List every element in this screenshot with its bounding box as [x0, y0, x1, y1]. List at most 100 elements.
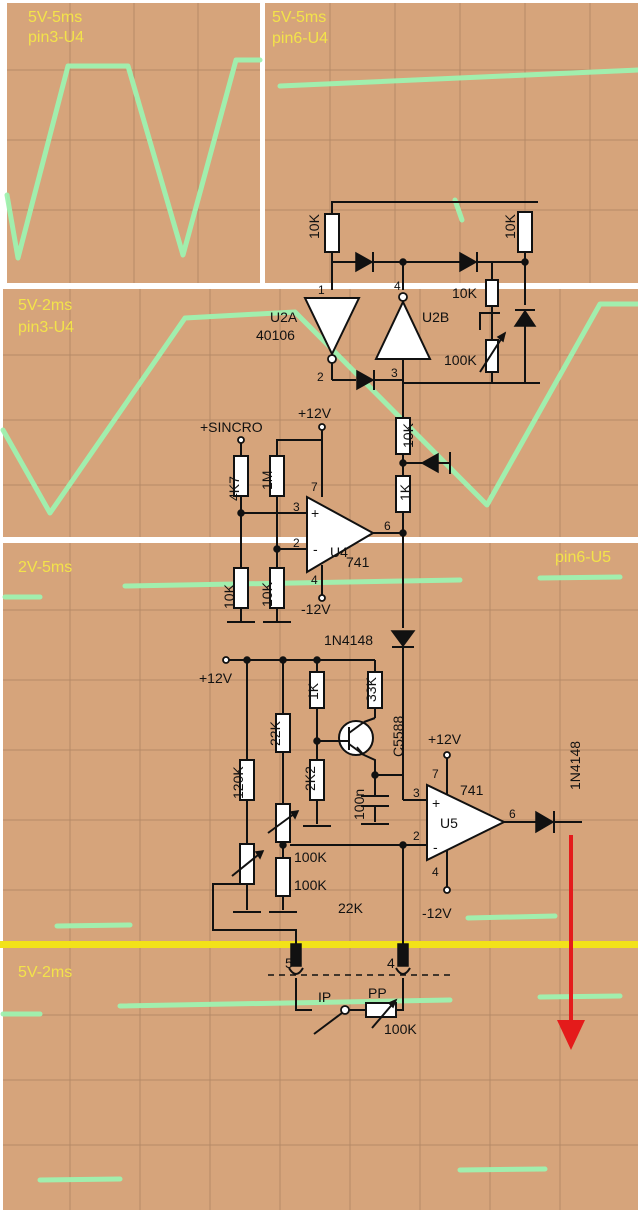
label-ip: IP: [318, 989, 331, 1005]
label-1m: 1M: [259, 471, 275, 490]
potentiometer-100k-top: [485, 339, 499, 373]
pulse-low-trace: [54, 922, 133, 929]
scope-grid-2: [265, 3, 638, 283]
schematic: 10K 10K 10K 100K U2A 40106 U2B 1 2 3 4 +…: [199, 201, 585, 1050]
label-10k: 10K: [221, 583, 237, 609]
label-741: 741: [460, 782, 484, 798]
label-741: 741: [346, 554, 370, 570]
pin-label: 2: [317, 370, 324, 384]
switch-ip: [313, 1012, 343, 1035]
transistor-c5588: [338, 720, 374, 757]
label-plus12v: +12V: [199, 670, 233, 686]
scope-grid-3: [3, 289, 638, 537]
scope-channel-label: pin6-U5: [555, 549, 611, 566]
opamp-u4: [306, 495, 376, 574]
pin-label: 3: [293, 500, 300, 514]
label-4k7: 4K7: [226, 476, 242, 501]
pin-label: 4: [311, 573, 318, 587]
pin-label: 7: [432, 767, 439, 781]
pin-label: 2: [293, 536, 300, 550]
scope-caption-line2: pin6-U4: [272, 30, 328, 47]
low-level-trace: [452, 197, 465, 223]
switch-pin: 4: [387, 955, 395, 971]
label-10k: 10K: [400, 422, 416, 448]
label-minus12v: -12V: [422, 905, 452, 921]
label-2k2: 2K2: [302, 766, 318, 791]
switch-contact-5: [290, 943, 302, 967]
label-c5588: C5588: [390, 716, 406, 757]
pin-label: 1: [318, 283, 325, 297]
label-1k: 1K: [397, 483, 413, 501]
label-minus12v: -12V: [301, 601, 331, 617]
scope-caption: 2V-5ms: [18, 559, 72, 576]
label-22k: 22K: [338, 900, 364, 916]
switch-pin: 5: [285, 955, 293, 971]
switch-contact-4: [397, 943, 409, 967]
label-10k: 10K: [306, 213, 322, 239]
scope-caption: 5V-2ms: [18, 964, 72, 981]
label-120k: 120K: [230, 766, 246, 799]
red-arrow: [557, 835, 585, 1050]
scope-panel-2: 5V-5ms pin6-U4: [265, 3, 638, 283]
label-22k: 22K: [267, 720, 283, 746]
triangle-wave-trace: [0, 301, 638, 516]
pin-label: 2: [413, 829, 420, 843]
label-u4: U4: [330, 544, 348, 560]
label-1n4148: 1N4148: [567, 741, 583, 790]
pin-label: 7: [311, 480, 318, 494]
scope-grid-5: [3, 948, 638, 1210]
label-u2a: U2A: [270, 309, 298, 325]
level-trace: [277, 67, 638, 89]
scope-caption-line2: pin3-U4: [28, 29, 84, 46]
scope-caption-line1: 5V-5ms: [272, 9, 326, 26]
plus-sign: +: [311, 505, 319, 521]
scope-caption-line1: 5V-5ms: [28, 9, 82, 26]
label-10k: 10K: [452, 285, 478, 301]
pulse-high-trace: [537, 574, 623, 581]
label-100k: 100K: [384, 1021, 417, 1037]
pin-label: 6: [384, 519, 391, 533]
label-40106: 40106: [256, 327, 295, 343]
minus-sign: -: [433, 839, 438, 855]
label-pp: PP: [368, 985, 387, 1001]
scope-panel-1: 5V-5ms pin3-U4: [4, 3, 263, 283]
yellow-separator: [0, 941, 638, 948]
scope-caption-line2: pin3-U4: [18, 319, 74, 336]
label-1n4148: 1N4148: [324, 632, 373, 648]
label-sincro: +SINCRO: [200, 419, 263, 435]
zener-ground: [420, 452, 451, 474]
resistor-100k: [275, 857, 291, 897]
pulse-low-trace: [465, 913, 558, 921]
resistor-10k-right: [517, 211, 533, 253]
pin-label: 3: [413, 786, 420, 800]
pulse-low-trace: [37, 1176, 123, 1183]
label-100n: 100n: [351, 789, 367, 820]
opamp-u5: [426, 783, 507, 862]
label-u2b: U2B: [422, 309, 449, 325]
pulse-high-trace: [122, 577, 463, 589]
minus-sign: -: [313, 541, 318, 557]
plus-sign: +: [432, 795, 440, 811]
label-33k: 33K: [363, 676, 379, 702]
label-100k: 100K: [294, 849, 327, 865]
scope-panel-5: 5V-2ms: [0, 948, 638, 1210]
label-100k: 100K: [294, 877, 327, 893]
pin-label: 4: [394, 279, 401, 293]
pin-label: 3: [391, 366, 398, 380]
label-100k: 100K: [444, 352, 477, 368]
pulse-low-trace: [457, 1166, 548, 1173]
label-plus12v: +12V: [428, 731, 462, 747]
pin-label: 4: [432, 865, 439, 879]
label-1k: 1K: [305, 682, 321, 700]
triangle-wave-trace: [4, 57, 263, 261]
label-10k: 10K: [502, 213, 518, 239]
label-plus12v: +12V: [298, 405, 332, 421]
pin-label: 6: [509, 807, 516, 821]
pulse-high-trace: [537, 993, 623, 1000]
resistor-10k-mid: [485, 279, 499, 307]
label-10k: 10K: [259, 581, 275, 607]
scope-caption-line1: 5V-2ms: [18, 297, 72, 314]
resistor-10k-left: [324, 213, 340, 253]
label-u5: U5: [440, 815, 458, 831]
